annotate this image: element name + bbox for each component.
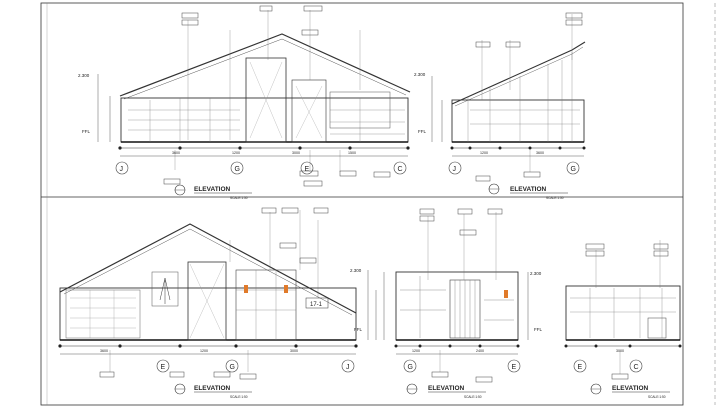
level-mark-top: 2.300 xyxy=(350,268,362,273)
light-fixture xyxy=(504,290,508,298)
level-mark-ffl: FFL xyxy=(354,327,362,332)
roof-outline xyxy=(451,41,586,105)
grid-bubble-label: G xyxy=(230,364,235,371)
roof-outline xyxy=(59,223,357,314)
grid-bubble-label: E xyxy=(512,364,517,371)
grid-bubble-label: G xyxy=(571,166,576,173)
roof-outline xyxy=(119,33,411,97)
dim-text: 3600 xyxy=(100,349,108,353)
elevation-view-1: 2.300 FFL 3600 1200 3000 1500 J G E C EL… xyxy=(78,5,411,200)
view-title: ELEVATION xyxy=(612,385,649,392)
dim-text: 3000 xyxy=(616,349,624,353)
grid-bubble-label: G xyxy=(408,364,413,371)
view-scale: SCALE:1:50 xyxy=(230,395,248,399)
view-scale: SCALE:1:50 xyxy=(230,196,248,200)
dim-text: 2400 xyxy=(476,349,484,353)
dim-text: 1200 xyxy=(412,349,420,353)
level-mark-top: 2.300 xyxy=(78,73,90,78)
wall-outline xyxy=(565,285,681,341)
dim-text: 1500 xyxy=(348,151,356,155)
light-fixture xyxy=(284,285,288,293)
grid-bubble-label: E xyxy=(305,166,310,173)
level-mark-ffl: FFL xyxy=(82,129,90,134)
dim-text: 1200 xyxy=(232,151,240,155)
dim-text: 3600 xyxy=(536,151,544,155)
view-title: ELEVATION xyxy=(194,186,231,193)
grid-bubble-label: E xyxy=(578,364,583,371)
light-fixture xyxy=(244,285,248,293)
elevation-view-4: 2.300 FFL 1200 2400 G E ELEVATION SCALE:… xyxy=(383,208,542,399)
grid-bubble-label: C xyxy=(634,364,639,371)
elevation-view-2: 2.300 FFL 1200 3600 J G ELEVATION SCALE:… xyxy=(414,12,586,200)
view-scale: SCALE:1:50 xyxy=(464,395,482,399)
dim-text: 3600 xyxy=(172,151,180,155)
grid-bubble-label: G xyxy=(235,166,240,173)
view-title: ELEVATION xyxy=(428,385,465,392)
dim-text: 1200 xyxy=(480,151,488,155)
level-mark-top: 2.300 xyxy=(414,72,426,77)
sheet-border xyxy=(40,2,684,406)
wall-outline xyxy=(395,271,519,341)
dim-text: 1200 xyxy=(200,349,208,353)
level-mark-ffl: FFL xyxy=(418,129,426,134)
grid-bubble-label: J xyxy=(120,166,124,173)
elevation-view-5: 3000 E C ELEVATION SCALE:1:50 xyxy=(564,240,682,399)
wall-outline xyxy=(59,287,357,341)
level-mark-ffl: FFL xyxy=(534,327,542,332)
view-scale: SCALE:1:50 xyxy=(546,196,564,200)
center-panel xyxy=(245,57,287,143)
dim-text: 3000 xyxy=(292,151,300,155)
dim-text: 3000 xyxy=(290,349,298,353)
grid-bubble-label: J xyxy=(453,166,457,173)
elevation-view-3: 17-1 2.300 FFL 3600 1200 3000 E G xyxy=(58,207,377,399)
level-mark-top: 2.300 xyxy=(530,271,542,276)
view-title: ELEVATION xyxy=(510,186,547,193)
door-panel xyxy=(187,261,227,341)
view-scale: SCALE:1:50 xyxy=(648,395,666,399)
grid-bubble-label: J xyxy=(346,364,350,371)
wall-outline xyxy=(451,99,585,143)
view-title: ELEVATION xyxy=(194,385,231,392)
grid-bubble-label: E xyxy=(161,364,166,371)
room-tag: 17-1 xyxy=(310,302,323,308)
grid-bubble-label: C xyxy=(398,166,403,173)
